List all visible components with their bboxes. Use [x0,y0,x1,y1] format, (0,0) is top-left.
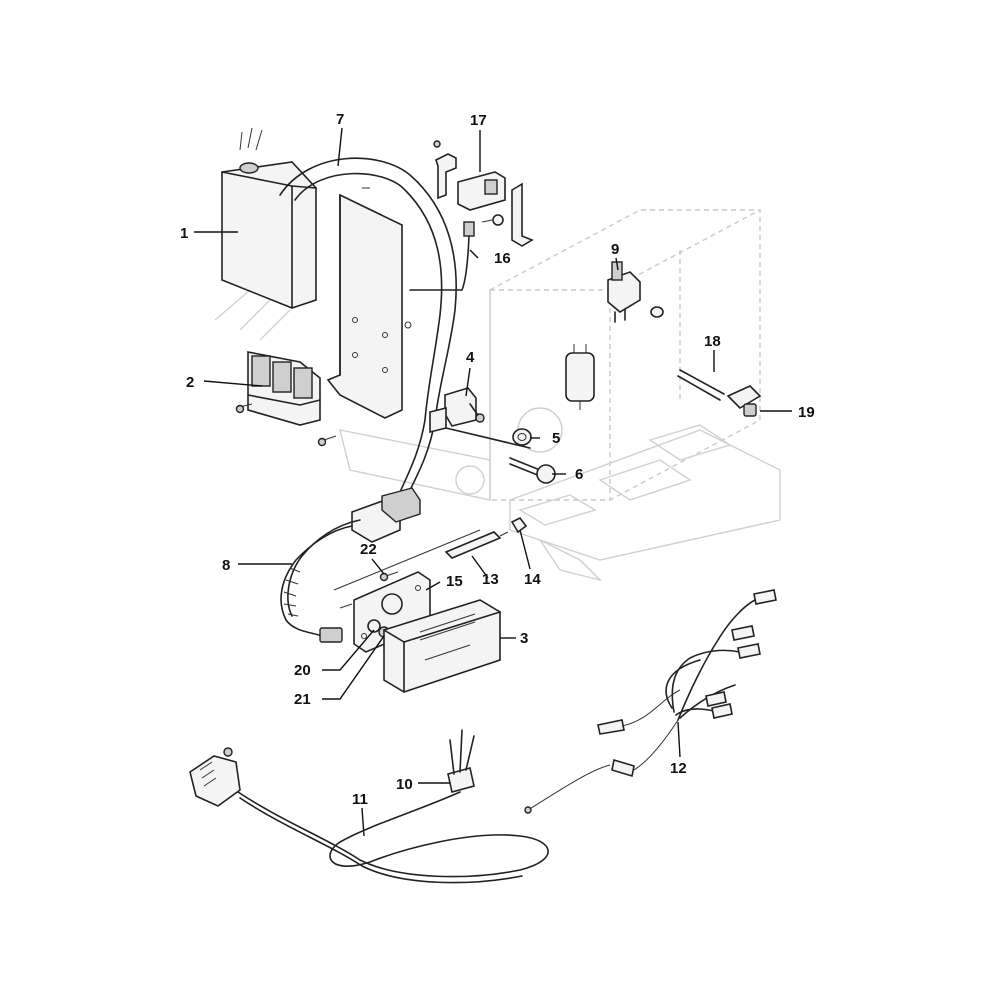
part-3-control-box [383,599,501,693]
part-4-toggle-switch [429,387,531,449]
callout-7: 7 [336,111,344,128]
callout-15: 15 [446,573,463,590]
callout-19: 19 [798,404,815,421]
callout-3: 3 [520,630,528,647]
capacitor [565,344,595,410]
callout-2: 2 [186,374,194,391]
callout-9: 9 [611,241,619,258]
callout-10: 10 [396,776,413,793]
leader-lines [194,127,792,837]
part-1-box-unit [221,127,317,309]
part-12-wiring-harness [524,589,777,814]
machine-housing-outline [214,209,781,582]
part-18-probe [677,369,725,401]
part-17-bracket-switch [433,140,534,247]
callout-12: 12 [670,760,687,777]
callout-17: 17 [470,112,487,129]
mounting-plate [326,187,412,419]
part-16-connector-lead [409,221,475,291]
part-13-rod [444,531,509,559]
callout-5: 5 [552,430,560,447]
part-10-strain-relief [447,729,475,793]
part-19-clip [726,385,762,417]
part-8-coiled-cable [280,487,421,643]
part-20-spacer [367,619,381,633]
callout-4: 4 [466,349,475,366]
part-2-relay-block [235,351,337,447]
callout-labels: 1 2 3 4 5 6 7 8 9 10 11 12 13 14 15 16 1… [180,111,815,808]
callout-8: 8 [222,557,230,574]
callout-14: 14 [524,571,541,588]
callout-20: 20 [294,662,311,679]
callout-6: 6 [575,466,583,483]
part-14-nut [510,516,528,534]
part-6-knob [509,457,556,484]
part-11-power-cord [189,747,549,884]
callout-18: 18 [704,333,721,350]
callout-21: 21 [294,691,311,708]
callout-22: 22 [360,541,377,558]
part-5-grommet [512,428,532,446]
callout-1: 1 [180,225,188,242]
callout-16: 16 [494,250,511,267]
part-9-switch [607,261,664,323]
callout-13: 13 [482,571,499,588]
callout-11: 11 [352,791,368,808]
